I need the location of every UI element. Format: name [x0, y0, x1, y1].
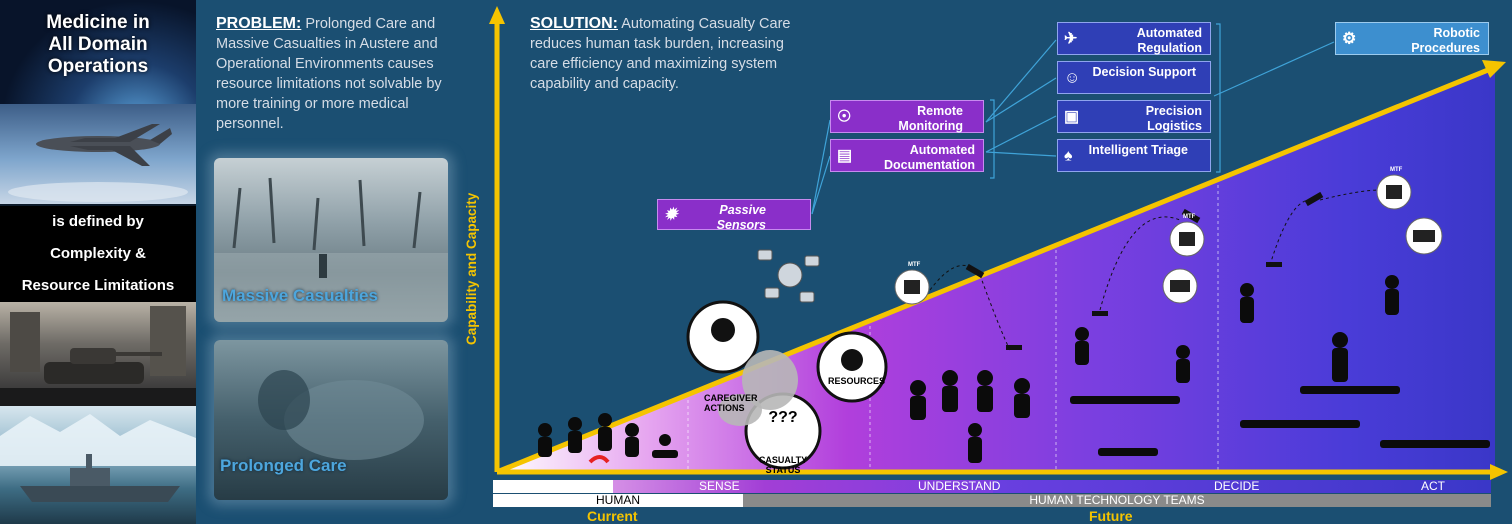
casualty-status-label: CASUALTY STATUS [758, 455, 808, 475]
arctic-ship-image [0, 406, 196, 524]
question-marks: ??? [768, 409, 798, 426]
title-line: All Domain [48, 34, 148, 55]
comm-link [1269, 199, 1311, 266]
comm-link [1099, 216, 1181, 311]
network-icon: ☉ [837, 108, 852, 125]
automated-documentation-label: Automated Documentation [884, 143, 975, 172]
phase-decide: DECIDE [1214, 479, 1260, 493]
tank-icon [0, 306, 196, 406]
intelligent-triage-box: ♠ Intelligent Triage [1057, 139, 1211, 172]
team-bar: HUMAN HUMAN TECHNOLOGY TEAMS [493, 494, 1491, 507]
definition-line: Resource Limitations [21, 277, 175, 294]
care-image [258, 370, 424, 460]
remote-monitoring-label: Remote Monitoring [898, 104, 963, 133]
connector-line [811, 155, 831, 215]
timeline-current: Current [587, 508, 638, 524]
phase-bar: SENSE UNDERSTAND DECIDE ACT [493, 480, 1491, 493]
phase-bar-blue [993, 480, 1491, 493]
title-line: Medicine in [46, 12, 150, 33]
comm-link [929, 265, 981, 291]
precision-logistics-label: Precision Logistics [1145, 104, 1202, 133]
cargo-plane-image [0, 104, 196, 204]
doctor-icon: ☺ [1064, 69, 1081, 86]
caregiver-actions-badge [686, 300, 760, 374]
armored-casualty-figure [718, 350, 798, 426]
y-axis-label: Capability and Capacity [464, 192, 479, 345]
solution-heading: SOLUTION: [530, 15, 618, 32]
y-axis-arrow-icon [489, 6, 505, 24]
blood-mark [588, 455, 610, 464]
intelligent-triage-label: Intelligent Triage [1088, 143, 1188, 157]
connector-line [985, 77, 1057, 123]
connector-line [985, 151, 1057, 157]
comm-link [979, 274, 1011, 351]
phase-act: ACT [1421, 479, 1445, 493]
robotic-procedures-box: ⚙ Robotic Procedures [1335, 22, 1489, 55]
bracket [990, 99, 995, 179]
massive-casualties-label: Massive Casualties [222, 286, 378, 305]
automated-documentation-box: ▤ Automated Documentation [830, 139, 984, 172]
definition-panel: is defined by Complexity & Resource Limi… [0, 206, 196, 302]
x-axis-arrow-icon [1490, 464, 1508, 480]
people-group-icon: ♠ [1064, 147, 1073, 164]
phase-bar-purple [613, 480, 993, 493]
left-column: Medicine in All Domain Operations is def… [0, 0, 196, 524]
mtf-icons [894, 174, 1443, 305]
urban-tank-image [0, 302, 196, 406]
earth-from-space-image: Medicine in All Domain Operations [0, 0, 196, 104]
phase-understand: UNDERSTAND [918, 479, 1001, 493]
sensor-cluster [757, 249, 820, 303]
automated-regulation-label: Automated Regulation [1136, 26, 1202, 55]
resources-label: RESOURCES [828, 376, 886, 386]
team-htt: HUMAN TECHNOLOGY TEAMS [1029, 493, 1205, 507]
helicopter-icon: ✈ [1064, 30, 1078, 47]
mtf-label: MTF [1390, 167, 1403, 173]
massive-casualties-photo: Massive Casualties [214, 158, 448, 322]
prolonged-care-photo: Prolonged Care [214, 340, 448, 500]
team-human: HUMAN [493, 494, 743, 507]
bracket [1216, 23, 1221, 173]
robot-arm-icon: ⚙ [1342, 30, 1357, 47]
diagonal-arrow-icon [1482, 60, 1506, 78]
robotic-procedures-label: Robotic Procedures [1411, 26, 1480, 55]
timeline-future: Future [1089, 508, 1133, 524]
phase-sense: SENSE [699, 479, 740, 493]
remote-monitoring-box: ☉ Remote Monitoring [830, 100, 984, 133]
solution-statement: SOLUTION: Automating Casualty Care reduc… [530, 14, 810, 94]
ship-icon [0, 414, 196, 502]
document-icon: ▤ [837, 147, 853, 164]
mtf-label: MTF [1183, 214, 1196, 220]
connector-line [1213, 41, 1335, 97]
precision-logistics-box: ▣ Precision Logistics [1057, 100, 1211, 133]
definition-line: Complexity & [50, 245, 146, 262]
definition-line: is defined by [52, 213, 144, 230]
connector-line [985, 115, 1057, 153]
prolonged-care-label: Prolonged Care [220, 456, 347, 475]
passive-sensors-box: ✹ Passive Sensors [657, 199, 811, 232]
comm-link [1319, 189, 1381, 201]
cargo-plane-icon [8, 124, 188, 202]
passive-sensors-label: Passive Sensors [716, 203, 766, 232]
caregiver-actions-label: CAREGIVER ACTIONS [704, 393, 758, 413]
problem-heading: PROBLEM: [216, 15, 302, 32]
package-icon: ▣ [1064, 108, 1080, 125]
title-line: Operations [47, 56, 149, 77]
main-title: Medicine in All Domain Operations [0, 12, 196, 78]
connector-line [985, 39, 1057, 123]
decision-support-box: ☺ Decision Support [1057, 61, 1211, 94]
battlefield-image [214, 177, 448, 322]
solution-text: Automating Casualty Care reduces human t… [530, 16, 791, 92]
sensor-icon: ✹ [664, 206, 678, 223]
problem-text: Prolonged Care and Massive Casualties in… [216, 16, 442, 132]
mtf-label: MTF [908, 262, 921, 268]
problem-statement: PROBLEM: Prolonged Care and Massive Casu… [216, 14, 466, 134]
automated-regulation-box: ✈ Automated Regulation [1057, 22, 1211, 55]
decision-support-label: Decision Support [1092, 65, 1196, 79]
resources-badge [816, 331, 888, 403]
diagonal-axis [496, 67, 1489, 475]
connector-line [811, 119, 831, 215]
